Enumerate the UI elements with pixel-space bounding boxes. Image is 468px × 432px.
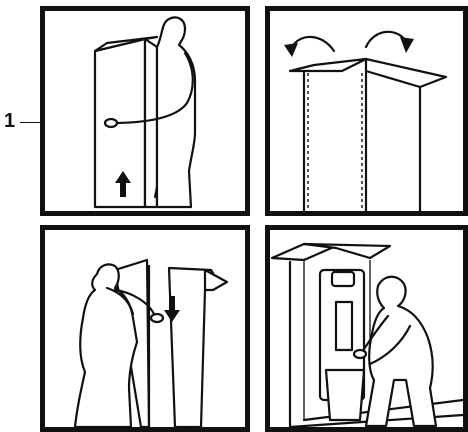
rotate-right-arrow-icon [366, 32, 414, 53]
panel-step-2 [265, 6, 468, 216]
callout-number-1: 1 [4, 110, 15, 133]
panel-2-illustration [270, 11, 463, 211]
panel-step-4 [265, 225, 468, 432]
panel-1-illustration [45, 11, 245, 211]
box-icon [290, 59, 446, 211]
panel-3-illustration [45, 230, 245, 427]
rotate-left-arrow-icon [284, 37, 334, 57]
person-icon [354, 277, 436, 426]
appliance-icon [320, 270, 364, 420]
panel-4-illustration [270, 230, 463, 427]
panel-step-1 [40, 6, 250, 216]
box-icon [272, 244, 463, 427]
panel-step-3 [40, 225, 250, 432]
